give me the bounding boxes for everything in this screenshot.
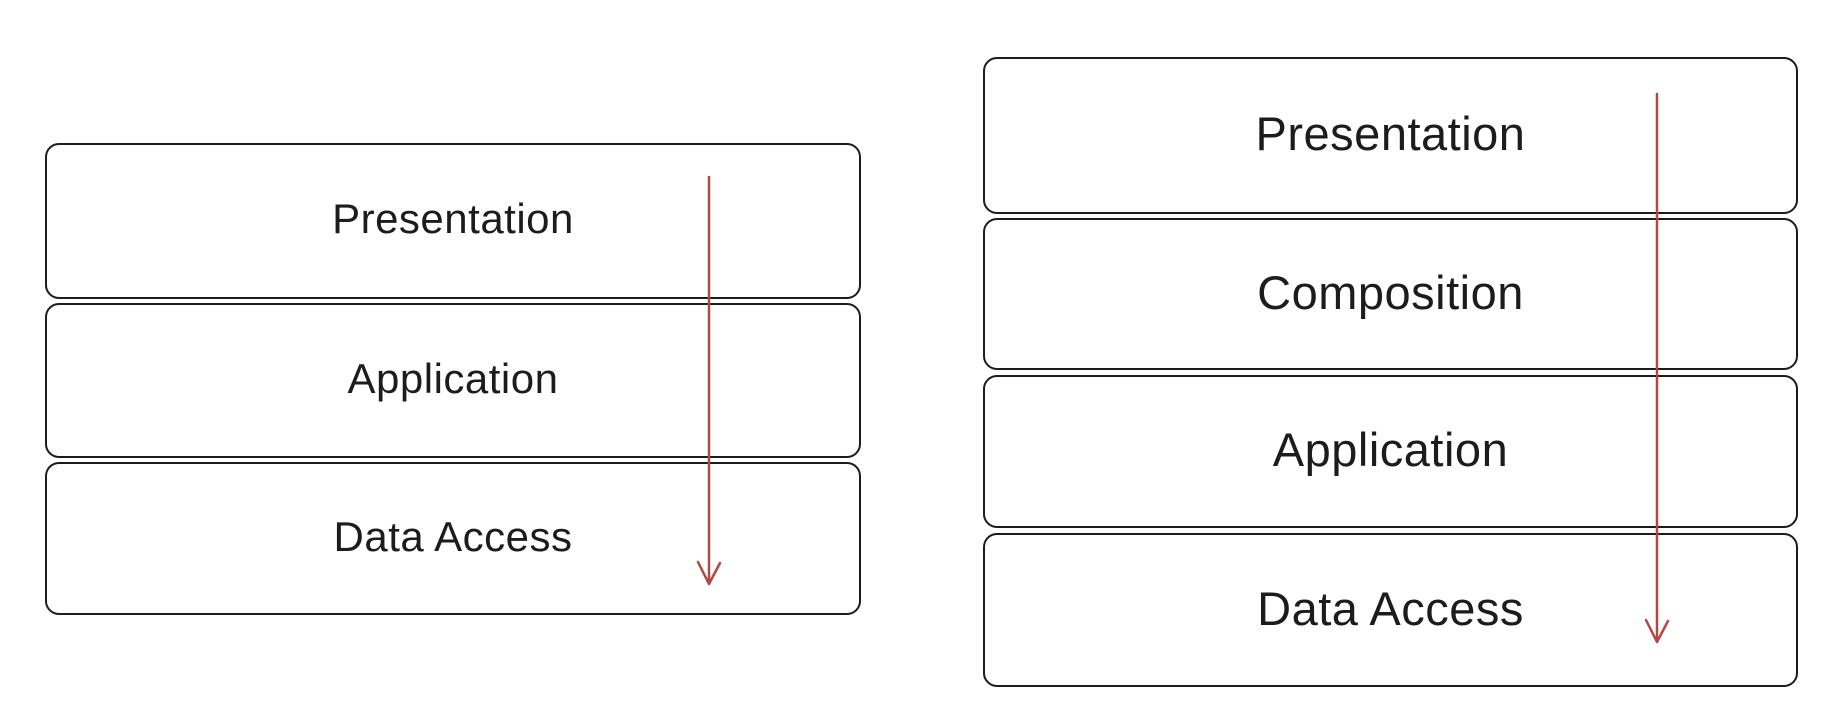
layer-box-presentation: Presentation [45,143,861,299]
layer-label-composition: Composition [1257,265,1524,319]
layer-box-presentation: Presentation [983,57,1798,214]
layer-label-data-access: Data Access [333,512,573,560]
layer-box-application: Application [45,303,861,458]
layer-label-data-access: Data Access [1257,581,1524,635]
down-arrow-right [1644,92,1670,644]
down-arrow-right-head [1644,618,1670,644]
layer-box-data-access: Data Access [983,533,1798,687]
layer-box-data-access: Data Access [45,462,861,615]
down-arrow-left-head [696,560,722,586]
layer-label-presentation: Presentation [332,195,574,242]
layer-box-composition: Composition [983,218,1798,370]
layer-label-application: Application [347,354,559,402]
layer-box-application: Application [983,375,1798,528]
layer-label-presentation: Presentation [1255,107,1526,160]
down-arrow-left [696,175,722,586]
layer-label-application: Application [1272,423,1509,476]
